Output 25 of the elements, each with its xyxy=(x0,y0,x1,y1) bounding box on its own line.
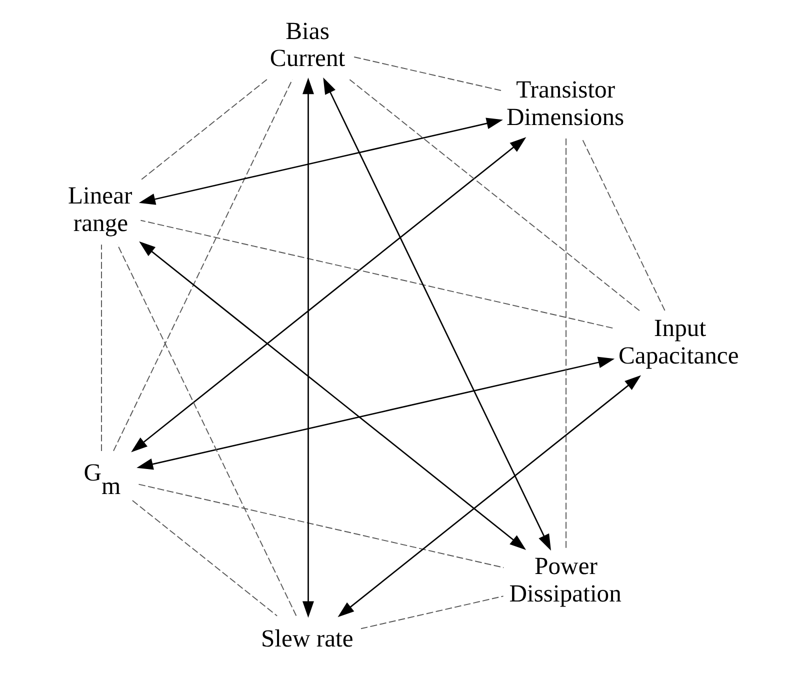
connector xyxy=(113,79,293,452)
connector xyxy=(352,56,502,91)
arrow xyxy=(136,356,615,470)
connector xyxy=(566,138,567,550)
connector xyxy=(140,79,268,181)
arrow xyxy=(138,118,503,205)
connector xyxy=(101,244,102,452)
connector xyxy=(138,484,504,568)
connector xyxy=(360,596,504,630)
arrow xyxy=(131,137,526,452)
arrow xyxy=(139,241,526,550)
arrow xyxy=(302,78,314,618)
node-text: Input Capacitance xyxy=(618,314,739,370)
arrow xyxy=(338,375,642,618)
arrow xyxy=(323,78,551,551)
node-text: Power Dissipation xyxy=(509,553,622,608)
node-text: Linear range xyxy=(68,182,132,238)
connector xyxy=(116,244,297,616)
connector xyxy=(349,79,640,312)
node-text: Transistor Dimensions xyxy=(506,76,624,132)
connector xyxy=(132,500,278,616)
connector xyxy=(140,220,614,329)
connector xyxy=(582,138,666,311)
node-text: Bias Current xyxy=(270,18,346,72)
node-text: Slew rate xyxy=(261,626,354,653)
